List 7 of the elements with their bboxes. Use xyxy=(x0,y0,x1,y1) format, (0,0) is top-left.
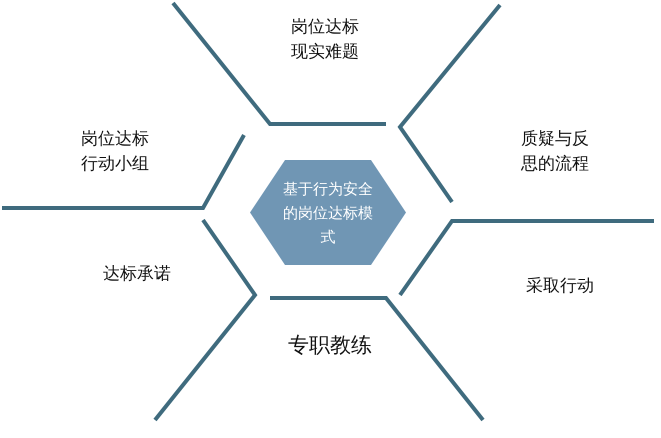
sector-label: 达标承诺 xyxy=(99,262,175,287)
sector-label: 岗位达标行动小组 xyxy=(77,127,153,177)
hexagon: 基于行为安全的岗位达标模式 xyxy=(250,160,406,265)
sector-label: 岗位达标现实难题 xyxy=(287,15,363,65)
sector-label: 专职教练 xyxy=(284,333,376,358)
sector-label: 质疑与反思的流程 xyxy=(517,127,593,177)
sector-label: 采取行动 xyxy=(522,274,598,299)
